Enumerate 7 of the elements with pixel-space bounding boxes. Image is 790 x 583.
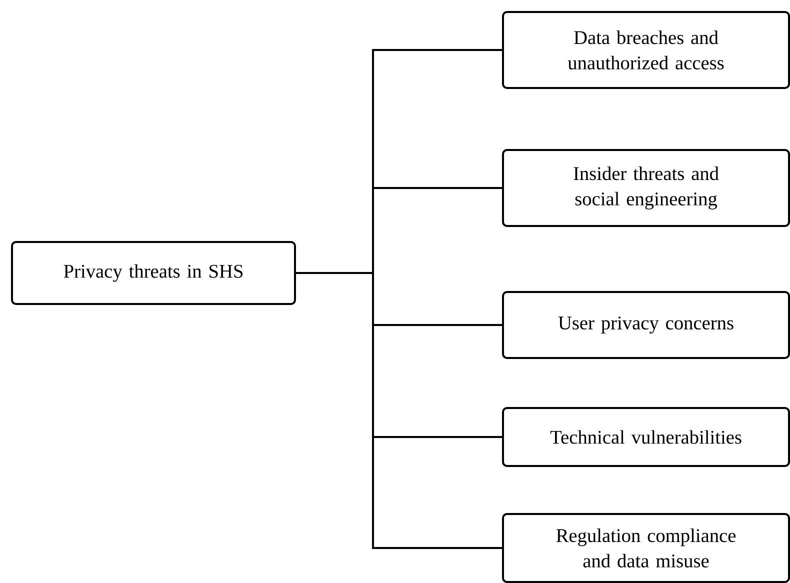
category-box: Technical vulnerabilities	[502, 407, 790, 467]
category-box: Data breaches and unauthorized access	[502, 11, 790, 89]
category-box: User privacy concerns	[502, 291, 790, 359]
category-box: Insider threats and social engineering	[502, 149, 790, 227]
connector-line	[296, 272, 502, 549]
topic-box: Privacy threats in SHS	[11, 241, 296, 305]
category-box: Regulation compliance and data misuse	[502, 513, 790, 583]
